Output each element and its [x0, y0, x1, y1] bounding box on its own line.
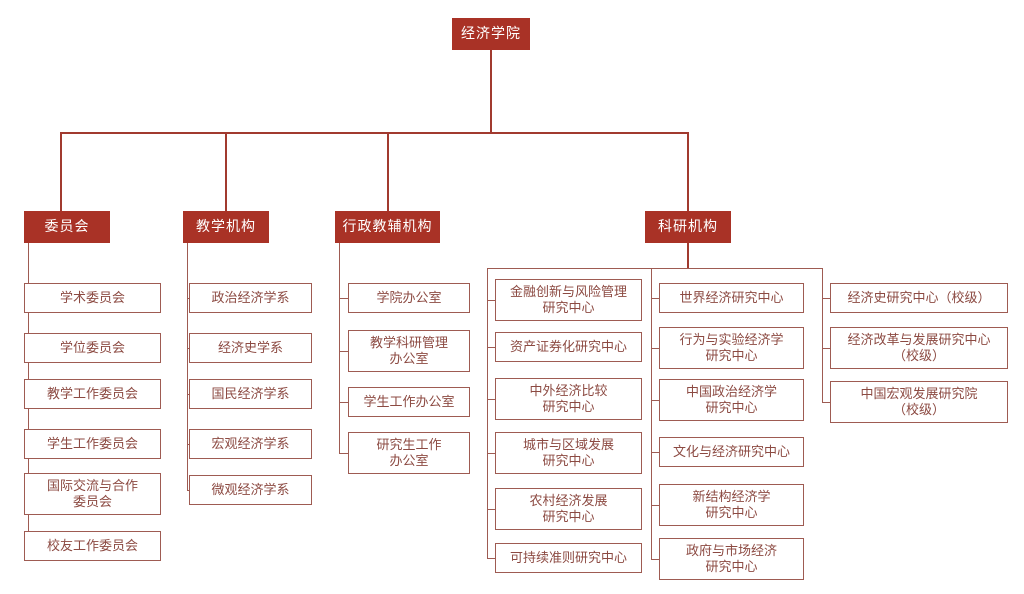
branch-node-0[interactable]: 委员会 [24, 211, 110, 243]
research-node-0-5[interactable]: 可持续准则研究中心 [495, 543, 642, 573]
research-rail-1 [651, 268, 652, 559]
leaf-node-2-2[interactable]: 学生工作办公室 [348, 387, 470, 417]
leaf-elbow-1-3 [187, 444, 189, 445]
research-elbow-0-4 [487, 509, 495, 510]
research-elbow-1-2 [651, 400, 659, 401]
leaf-node-1-1[interactable]: 经济史学系 [189, 333, 312, 363]
research-node-1-3[interactable]: 文化与经济研究中心 [659, 437, 804, 467]
branch-drop-0 [60, 132, 62, 211]
research-elbow-0-3 [487, 453, 495, 454]
research-node-1-2[interactable]: 中国政治经济学 研究中心 [659, 379, 804, 421]
leaf-node-0-4[interactable]: 国际交流与合作 委员会 [24, 473, 161, 515]
branch-rail-1 [187, 243, 188, 490]
leaf-node-0-2[interactable]: 教学工作委员会 [24, 379, 161, 409]
leaf-elbow-1-2 [187, 394, 189, 395]
leaf-node-1-3[interactable]: 宏观经济学系 [189, 429, 312, 459]
research-node-2-0[interactable]: 经济史研究中心（校级） [830, 283, 1008, 313]
research-node-1-1[interactable]: 行为与实验经济学 研究中心 [659, 327, 804, 369]
research-node-2-1[interactable]: 经济改革与发展研究中心 （校级） [830, 327, 1008, 369]
research-node-0-2[interactable]: 中外经济比较 研究中心 [495, 378, 642, 420]
branch-drop-1 [225, 132, 227, 211]
research-node-0-1[interactable]: 资产证券化研究中心 [495, 332, 642, 362]
branch-rail-2 [339, 243, 340, 453]
research-elbow-0-0 [487, 300, 495, 301]
branch-node-1[interactable]: 教学机构 [183, 211, 269, 243]
root-stem [490, 50, 492, 132]
research-node-0-4[interactable]: 农村经济发展 研究中心 [495, 488, 642, 530]
research-elbow-1-4 [651, 505, 659, 506]
leaf-node-2-3[interactable]: 研究生工作 办公室 [348, 432, 470, 474]
branch-drop-2 [387, 132, 389, 211]
research-node-1-5[interactable]: 政府与市场经济 研究中心 [659, 538, 804, 580]
leaf-node-2-0[interactable]: 学院办公室 [348, 283, 470, 313]
leaf-node-1-4[interactable]: 微观经济学系 [189, 475, 312, 505]
research-node-0-0[interactable]: 金融创新与风险管理 研究中心 [495, 279, 642, 321]
leaf-node-1-2[interactable]: 国民经济学系 [189, 379, 312, 409]
research-elbow-2-0 [822, 298, 830, 299]
leaf-elbow-1-0 [187, 298, 189, 299]
leaf-node-1-0[interactable]: 政治经济学系 [189, 283, 312, 313]
research-elbow-0-5 [487, 558, 495, 559]
research-elbow-1-0 [651, 298, 659, 299]
branch-node-2[interactable]: 行政教辅机构 [335, 211, 440, 243]
research-elbow-1-1 [651, 348, 659, 349]
research-stem [687, 243, 689, 268]
research-elbow-0-1 [487, 347, 495, 348]
leaf-elbow-2-3 [339, 453, 348, 454]
branch-drop-3 [687, 132, 689, 211]
leaf-node-0-0[interactable]: 学术委员会 [24, 283, 161, 313]
leaf-node-0-3[interactable]: 学生工作委员会 [24, 429, 161, 459]
research-node-2-2[interactable]: 中国宏观发展研究院 （校级） [830, 381, 1008, 423]
leaf-elbow-2-2 [339, 402, 348, 403]
leaf-node-0-5[interactable]: 校友工作委员会 [24, 531, 161, 561]
leaf-elbow-2-0 [339, 298, 348, 299]
leaf-node-0-1[interactable]: 学位委员会 [24, 333, 161, 363]
research-rail-0 [487, 268, 488, 558]
research-elbow-0-2 [487, 399, 495, 400]
root-node[interactable]: 经济学院 [452, 18, 530, 50]
research-elbow-1-3 [651, 452, 659, 453]
research-node-0-3[interactable]: 城市与区域发展 研究中心 [495, 432, 642, 474]
research-rail-2 [822, 268, 823, 402]
leaf-elbow-2-1 [339, 351, 348, 352]
research-node-1-0[interactable]: 世界经济研究中心 [659, 283, 804, 313]
research-elbow-1-5 [651, 559, 659, 560]
branch-node-3[interactable]: 科研机构 [645, 211, 731, 243]
research-bus [487, 268, 822, 269]
research-elbow-2-1 [822, 348, 830, 349]
leaf-elbow-1-4 [187, 490, 189, 491]
top-bus [60, 132, 687, 134]
leaf-node-2-1[interactable]: 教学科研管理 办公室 [348, 330, 470, 372]
research-elbow-2-2 [822, 402, 830, 403]
leaf-elbow-1-1 [187, 348, 189, 349]
research-node-1-4[interactable]: 新结构经济学 研究中心 [659, 484, 804, 526]
